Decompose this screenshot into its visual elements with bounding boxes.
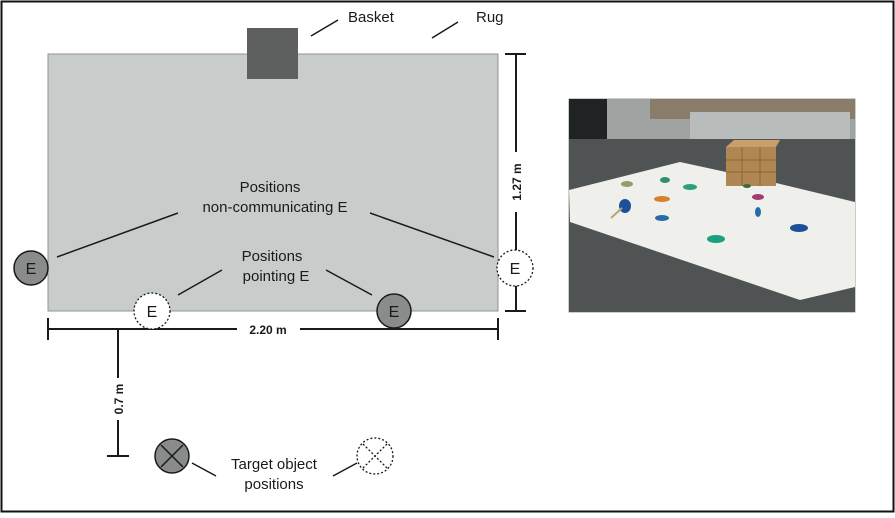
noncomm-leader-right [369, 212, 495, 258]
noncomm-leader-left [56, 212, 179, 258]
svg-text:E: E [147, 304, 158, 321]
svg-text:E: E [510, 261, 521, 278]
target-leader-right [332, 462, 358, 477]
photo-basket-icon [726, 140, 780, 186]
svg-text:E: E [26, 261, 37, 278]
rug-label: Rug [476, 9, 504, 26]
experimenter-marker-pointing-right: E [376, 293, 412, 329]
distance-dimension: 0.7 m [107, 329, 129, 457]
target-marker-filled [154, 438, 190, 474]
photo-rug-icon [569, 162, 855, 300]
target-label-line1: Target object [231, 456, 318, 473]
experimenter-marker-noncomm-left: E [13, 250, 49, 286]
basket-leader-line [310, 19, 339, 37]
experimenter-marker-noncomm-right: E [496, 249, 534, 287]
height-dimension: 1.27 m [505, 53, 526, 312]
pointing-label-line1: Positions [242, 248, 303, 265]
rug-leader-line [431, 21, 459, 39]
experimenter-marker-pointing-left: E [133, 292, 171, 330]
pointing-label-line2: pointing E [243, 268, 310, 285]
basket-label: Basket [348, 9, 395, 26]
pointing-leader-right [325, 269, 373, 296]
photo-colored-disc-icon [610, 177, 808, 243]
width-dimension: 2.20 m [47, 318, 499, 340]
target-marker-dashed [356, 437, 394, 475]
noncomm-label-line2: non-communicating E [202, 199, 347, 216]
pointing-leader-left [177, 269, 223, 296]
height-dimension-label: 1.27 m [510, 163, 524, 200]
rug-area [47, 53, 499, 312]
target-leader-left [191, 462, 217, 477]
svg-text:E: E [389, 304, 400, 321]
basket-shape [247, 28, 298, 79]
width-dimension-label: 2.20 m [249, 323, 286, 337]
setup-photo [568, 98, 856, 313]
target-label-line2: positions [244, 476, 303, 493]
noncomm-label-line1: Positions [240, 179, 301, 196]
distance-dimension-label: 0.7 m [112, 384, 126, 415]
